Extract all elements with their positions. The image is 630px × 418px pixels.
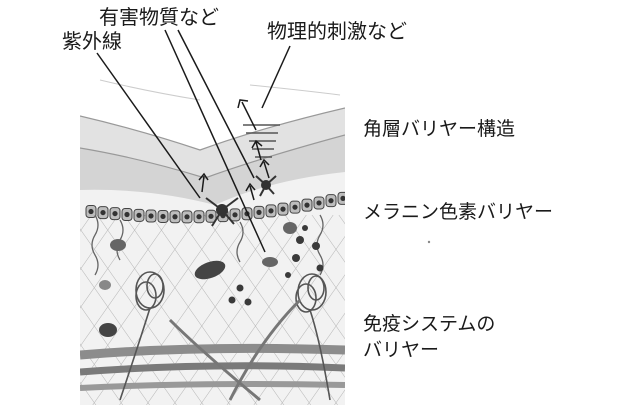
blood-vessel — [80, 381, 345, 391]
immune-barrier-label-line2: バリヤー — [363, 339, 440, 361]
cell-nucleus — [148, 213, 154, 219]
cell-nucleus — [232, 212, 238, 218]
melanin-barrier-label: メラニン色素バリヤー — [363, 201, 554, 223]
stimulus-cone — [243, 124, 280, 158]
cell-nucleus — [196, 214, 202, 220]
surface-layer — [80, 75, 345, 150]
nerve-coil-left — [119, 271, 165, 401]
uv-label: 紫外線 — [62, 29, 122, 53]
cell-nucleus — [292, 204, 298, 210]
blood-vessel — [80, 362, 345, 376]
cell-nucleus — [172, 214, 178, 220]
cell-nucleus — [328, 198, 334, 204]
physical-stimulus-label: 物理的刺激など — [267, 19, 407, 43]
cell-nucleus — [340, 195, 345, 201]
cell-nucleus — [304, 202, 310, 208]
langerhans-cell — [205, 175, 277, 227]
cell-nucleus — [88, 208, 94, 215]
cell-nucleus — [208, 213, 214, 219]
melanin-granules — [228, 225, 324, 306]
harmful-substances-label: 有害物質など — [99, 5, 219, 29]
cell-nucleus — [280, 206, 286, 212]
blood-vessel — [80, 343, 345, 360]
cell-nucleus — [256, 209, 262, 215]
cell-nucleus — [100, 209, 106, 216]
cell-nucleus — [160, 213, 166, 220]
reflection-arrows — [198, 99, 270, 201]
stratum-corneum-barrier-label: 角層バリヤー構造 — [363, 118, 516, 140]
basal-cell-row — [85, 191, 345, 224]
immune-cells — [99, 222, 297, 337]
nerve-coil-right — [295, 273, 331, 401]
cell-nucleus — [268, 208, 274, 214]
cell-nucleus — [136, 212, 142, 218]
pointer-lines — [96, 29, 291, 253]
cell-nucleus — [124, 211, 130, 218]
cell-nucleus — [316, 200, 322, 206]
cell-nucleus — [112, 210, 118, 217]
granular-layer — [80, 135, 345, 205]
cell-nucleus — [184, 214, 190, 220]
immune-barrier-label-line1: 免疫システムの — [363, 313, 496, 335]
